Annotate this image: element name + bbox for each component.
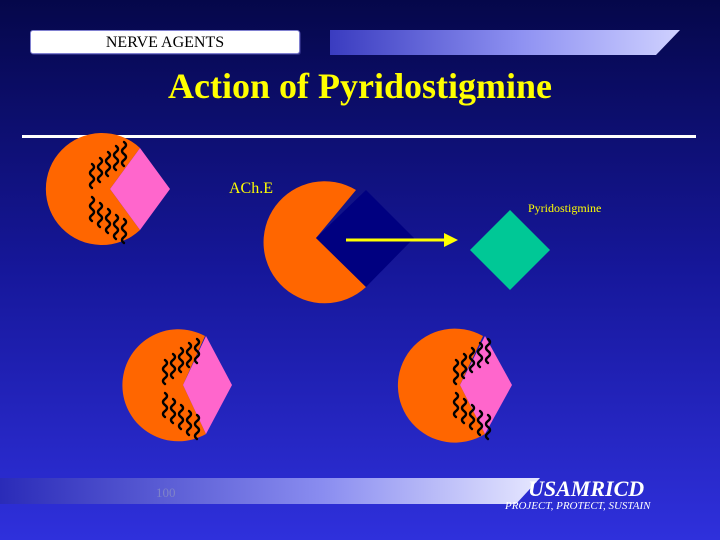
pyridostigmine-free [470, 210, 550, 290]
enzyme-agent-complex-top [46, 133, 170, 245]
organization-motto: PROJECT, PROTECT, SUSTAIN [505, 500, 650, 512]
enzyme-agent-complex-bottom-left [122, 329, 232, 441]
enzyme-pyridostigmine-complex [264, 181, 414, 303]
footer-decor-bar [0, 478, 540, 504]
enzyme-agent-complex-bottom-right [398, 329, 512, 443]
ache-label: ACh.E [229, 180, 273, 198]
organization-name: USAMRICD [528, 476, 644, 502]
pyridostigmine-label: Pyridostigmine [528, 201, 601, 216]
page-number: 100 [156, 485, 176, 501]
